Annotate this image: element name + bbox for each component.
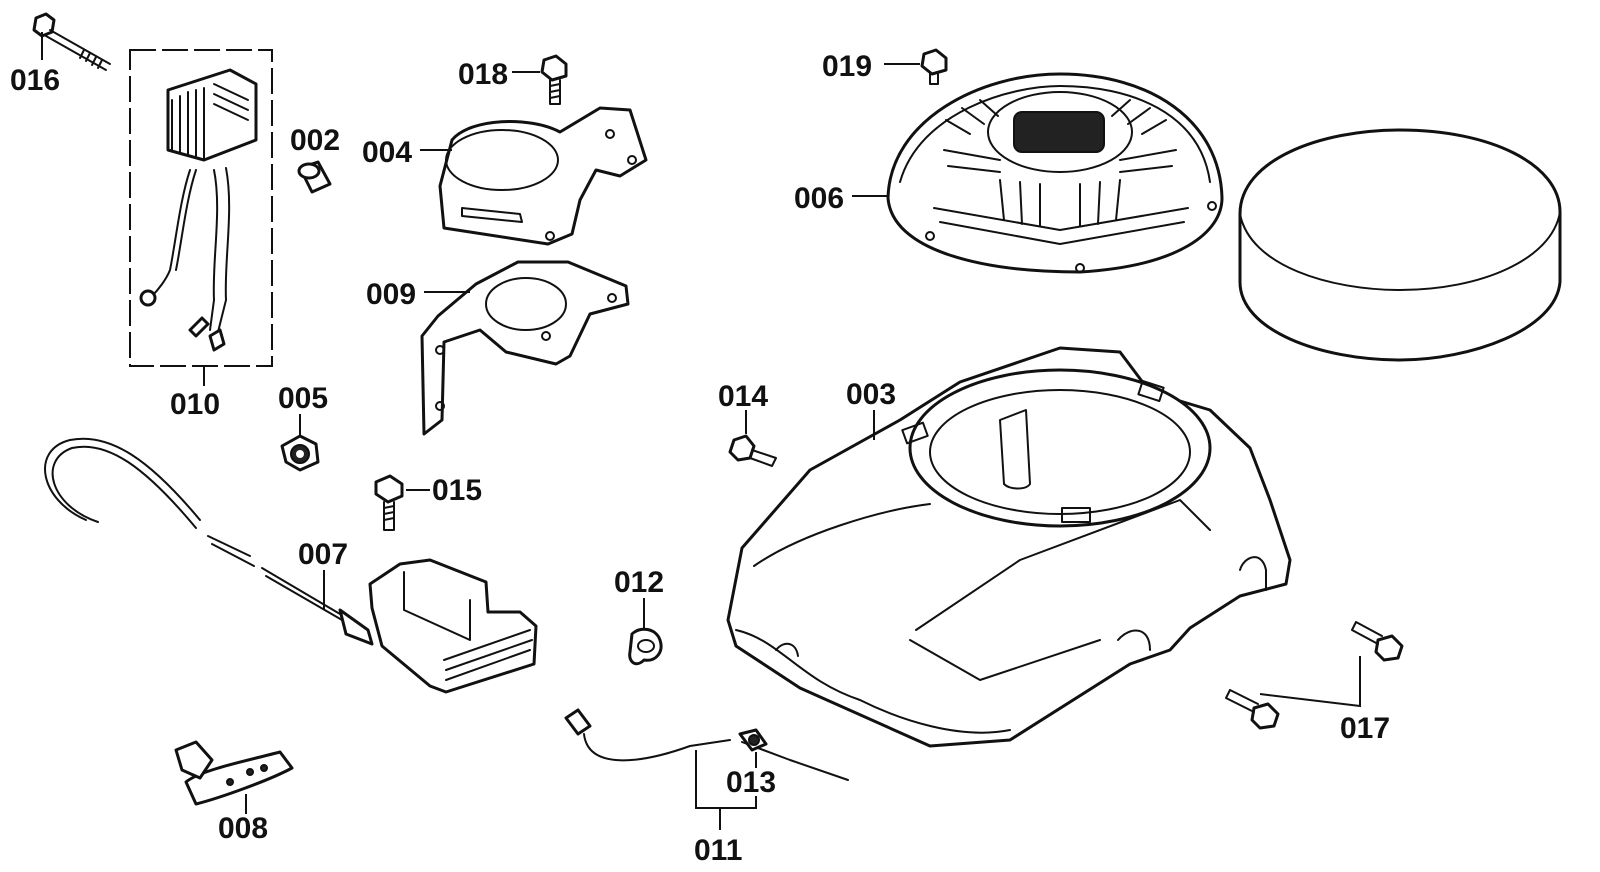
- label-002: 002: [290, 124, 340, 157]
- label-009: 009: [366, 278, 416, 311]
- part-017-bolts: [1225, 621, 1404, 730]
- part-008-plug-cap: [174, 740, 294, 806]
- part-014-bolt: [728, 434, 777, 467]
- label-004: 004: [362, 136, 412, 169]
- part-013-grommet: [738, 728, 768, 752]
- label-003: 003: [846, 378, 896, 411]
- label-014: 014: [718, 380, 768, 413]
- label-006: 006: [794, 182, 844, 215]
- part-011-stop-wire: [564, 708, 849, 781]
- label-016: 016: [10, 64, 60, 97]
- label-018: 018: [458, 58, 508, 91]
- part-012-clip: [628, 627, 663, 666]
- air-filter-disc: [1238, 128, 1562, 362]
- label-013: 013: [726, 766, 776, 799]
- leader-017: [1259, 656, 1361, 708]
- label-011: 011: [694, 834, 742, 867]
- part-007-ignition-coil: [44, 437, 538, 694]
- part-003-blower-housing: [726, 346, 1292, 748]
- label-007: 007: [298, 538, 348, 571]
- part-016-bolt: [32, 12, 111, 71]
- part-019-bolt: [920, 48, 948, 85]
- part-004-bracket: [438, 106, 648, 246]
- label-019: 019: [822, 50, 872, 83]
- part-006-starter-cover: [886, 72, 1224, 274]
- leader-011: [695, 750, 757, 830]
- label-012: 012: [614, 566, 664, 599]
- label-008: 008: [218, 812, 268, 845]
- label-005: 005: [278, 382, 328, 415]
- part-005-nut: [280, 434, 320, 472]
- part-015-bolt: [374, 474, 404, 531]
- part-009-bracket: [420, 260, 630, 436]
- part-018-bolt: [540, 54, 568, 105]
- label-010: 010: [170, 388, 220, 421]
- part-010-regulator: [129, 49, 273, 386]
- label-017: 017: [1340, 712, 1390, 745]
- part-002-spacer: [297, 160, 332, 194]
- label-015: 015: [432, 474, 482, 507]
